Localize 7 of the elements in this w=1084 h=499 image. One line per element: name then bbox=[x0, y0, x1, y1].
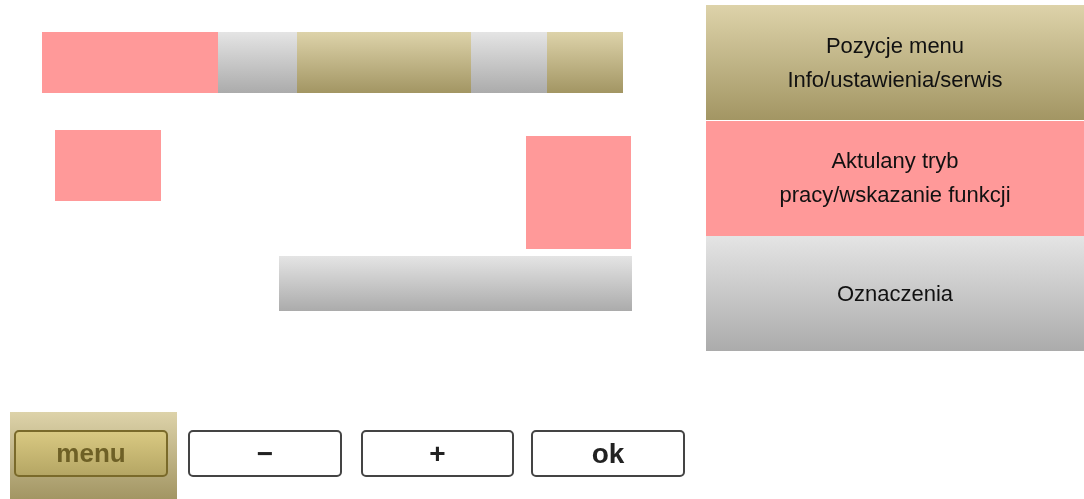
legend-text: Aktulany tryb pracy/wskazanie funkcji bbox=[778, 147, 1012, 209]
key-button: + bbox=[361, 430, 514, 477]
legend-text: Oznaczenia bbox=[835, 279, 955, 308]
key-button: − bbox=[188, 430, 342, 477]
key-button: ok bbox=[531, 430, 685, 477]
menu-button: menu bbox=[14, 430, 168, 477]
legend-text: Pozycje menu Info/ustawienia/serwis bbox=[786, 31, 1004, 94]
